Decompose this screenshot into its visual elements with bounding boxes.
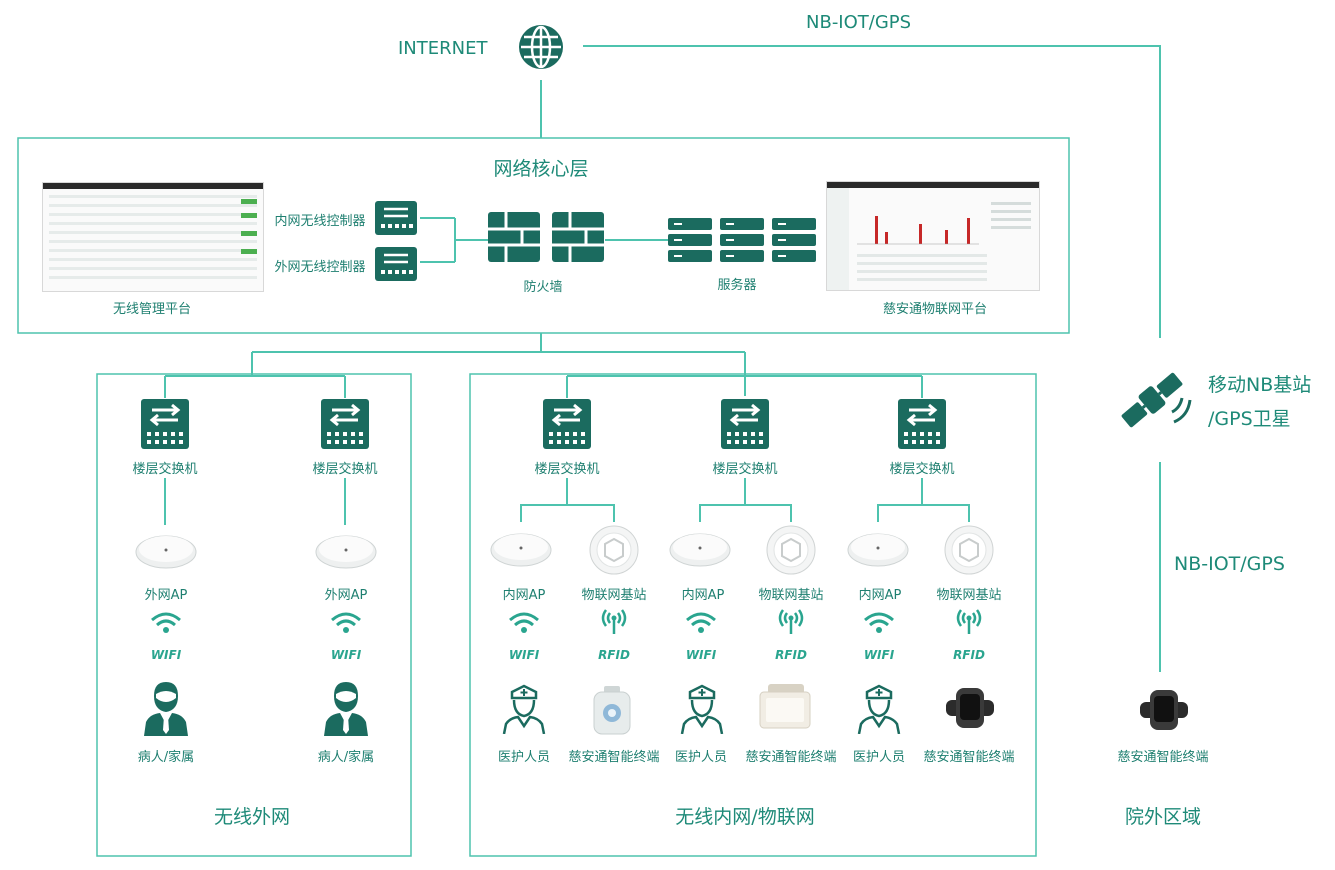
iot-platform-label: 慈安通物联网平台 bbox=[882, 302, 988, 317]
iot-station-label: 物联网基站 bbox=[581, 588, 647, 603]
nurse-icon bbox=[857, 684, 901, 738]
patient-family-label: 病人/家属 bbox=[317, 750, 375, 765]
wireless-controller-icon bbox=[374, 246, 418, 286]
inner-switch-label: 楼层交换机 bbox=[712, 462, 778, 477]
person-icon bbox=[142, 680, 190, 740]
wifi-label: WIFI bbox=[150, 648, 182, 662]
outer-ap-label: 外网AP bbox=[324, 588, 368, 603]
floor-switch-icon bbox=[140, 398, 190, 454]
floor-switch-icon bbox=[720, 398, 770, 454]
wifi-icon bbox=[685, 610, 717, 638]
iot-platform-screenshot bbox=[826, 181, 1040, 291]
wifi-icon bbox=[863, 610, 895, 638]
smart-terminal-label: 慈安通智能终端 bbox=[923, 750, 1015, 765]
rfid-label: RFID bbox=[953, 648, 985, 662]
iot-base-station-icon bbox=[588, 524, 640, 580]
rfid-signal-icon bbox=[777, 606, 805, 640]
rfid-label: RFID bbox=[775, 648, 807, 662]
inner-ap-label: 内网AP bbox=[502, 588, 546, 603]
iot-station-label: 物联网基站 bbox=[936, 588, 1002, 603]
internet-label: INTERNET bbox=[398, 38, 488, 59]
outer-ap-label: 外网AP bbox=[144, 588, 188, 603]
wifi-icon bbox=[150, 610, 182, 638]
outer-network-title: 无线外网 bbox=[213, 806, 291, 828]
globe-icon bbox=[516, 22, 566, 76]
outer-controller-label: 外网无线控制器 bbox=[274, 260, 366, 275]
wifi-icon bbox=[508, 610, 540, 638]
patient-family-label: 病人/家属 bbox=[137, 750, 195, 765]
smart-watch-icon bbox=[1138, 686, 1190, 738]
wireless-controller-icon bbox=[374, 200, 418, 240]
floor-switch-icon bbox=[542, 398, 592, 454]
inner-ap-label: 内网AP bbox=[858, 588, 902, 603]
nurse-icon bbox=[502, 684, 546, 738]
inner-network-title: 无线内网/物联网 bbox=[675, 806, 815, 828]
outer-switch-label: 楼层交换机 bbox=[312, 462, 378, 477]
inner-switch-label: 楼层交换机 bbox=[889, 462, 955, 477]
inner-controller-label: 内网无线控制器 bbox=[274, 214, 366, 229]
smart-badge-device-icon bbox=[756, 682, 814, 736]
wifi-icon bbox=[330, 610, 362, 638]
firewall-label: 防火墙 bbox=[523, 280, 563, 295]
access-point-icon bbox=[669, 528, 731, 572]
nurse-icon bbox=[680, 684, 724, 738]
floor-switch-icon bbox=[897, 398, 947, 454]
access-point-icon bbox=[490, 528, 552, 572]
smart-terminal-label: 慈安通智能终端 bbox=[745, 750, 837, 765]
outer-switch-label: 楼层交换机 bbox=[132, 462, 198, 477]
medical-staff-label: 医护人员 bbox=[852, 750, 906, 765]
smart-watch-icon bbox=[944, 684, 996, 736]
server-icon bbox=[668, 218, 816, 266]
floor-switch-icon bbox=[320, 398, 370, 454]
satellite-label-line2: /GPS卫星 bbox=[1208, 408, 1291, 430]
smart-terminal-label: 慈安通智能终端 bbox=[568, 750, 660, 765]
inner-ap-label: 内网AP bbox=[681, 588, 725, 603]
satellite-label-line1: 移动NB基站 bbox=[1208, 374, 1312, 396]
server-label: 服务器 bbox=[717, 278, 757, 293]
wifi-label: WIFI bbox=[863, 648, 895, 662]
rfid-label: RFID bbox=[598, 648, 630, 662]
nbiot-side-label: NB-IOT/GPS bbox=[1174, 553, 1285, 575]
wifi-label: WIFI bbox=[685, 648, 717, 662]
access-point-icon bbox=[315, 530, 377, 574]
wifi-label: WIFI bbox=[330, 648, 362, 662]
iot-base-station-icon bbox=[765, 524, 817, 580]
wireless-platform-label: 无线管理平台 bbox=[112, 302, 192, 317]
iot-base-station-icon bbox=[943, 524, 995, 580]
medical-staff-label: 医护人员 bbox=[497, 750, 551, 765]
access-point-icon bbox=[135, 530, 197, 574]
smart-tag-device-icon bbox=[592, 684, 632, 740]
person-icon bbox=[322, 680, 370, 740]
rfid-signal-icon bbox=[955, 606, 983, 640]
iot-station-label: 物联网基站 bbox=[758, 588, 824, 603]
inner-switch-label: 楼层交换机 bbox=[534, 462, 600, 477]
rfid-signal-icon bbox=[600, 606, 628, 640]
satellite-icon bbox=[1116, 362, 1196, 442]
outside-terminal-label: 慈安通智能终端 bbox=[1117, 750, 1209, 765]
wifi-label: WIFI bbox=[508, 648, 540, 662]
outside-area-title: 院外区域 bbox=[1124, 806, 1202, 828]
core-layer-title: 网络核心层 bbox=[493, 158, 589, 180]
firewall-icon bbox=[488, 212, 606, 266]
nbiot-top-label: NB-IOT/GPS bbox=[806, 12, 912, 33]
wireless-platform-screenshot bbox=[42, 182, 264, 292]
medical-staff-label: 医护人员 bbox=[674, 750, 728, 765]
access-point-icon bbox=[847, 528, 909, 572]
